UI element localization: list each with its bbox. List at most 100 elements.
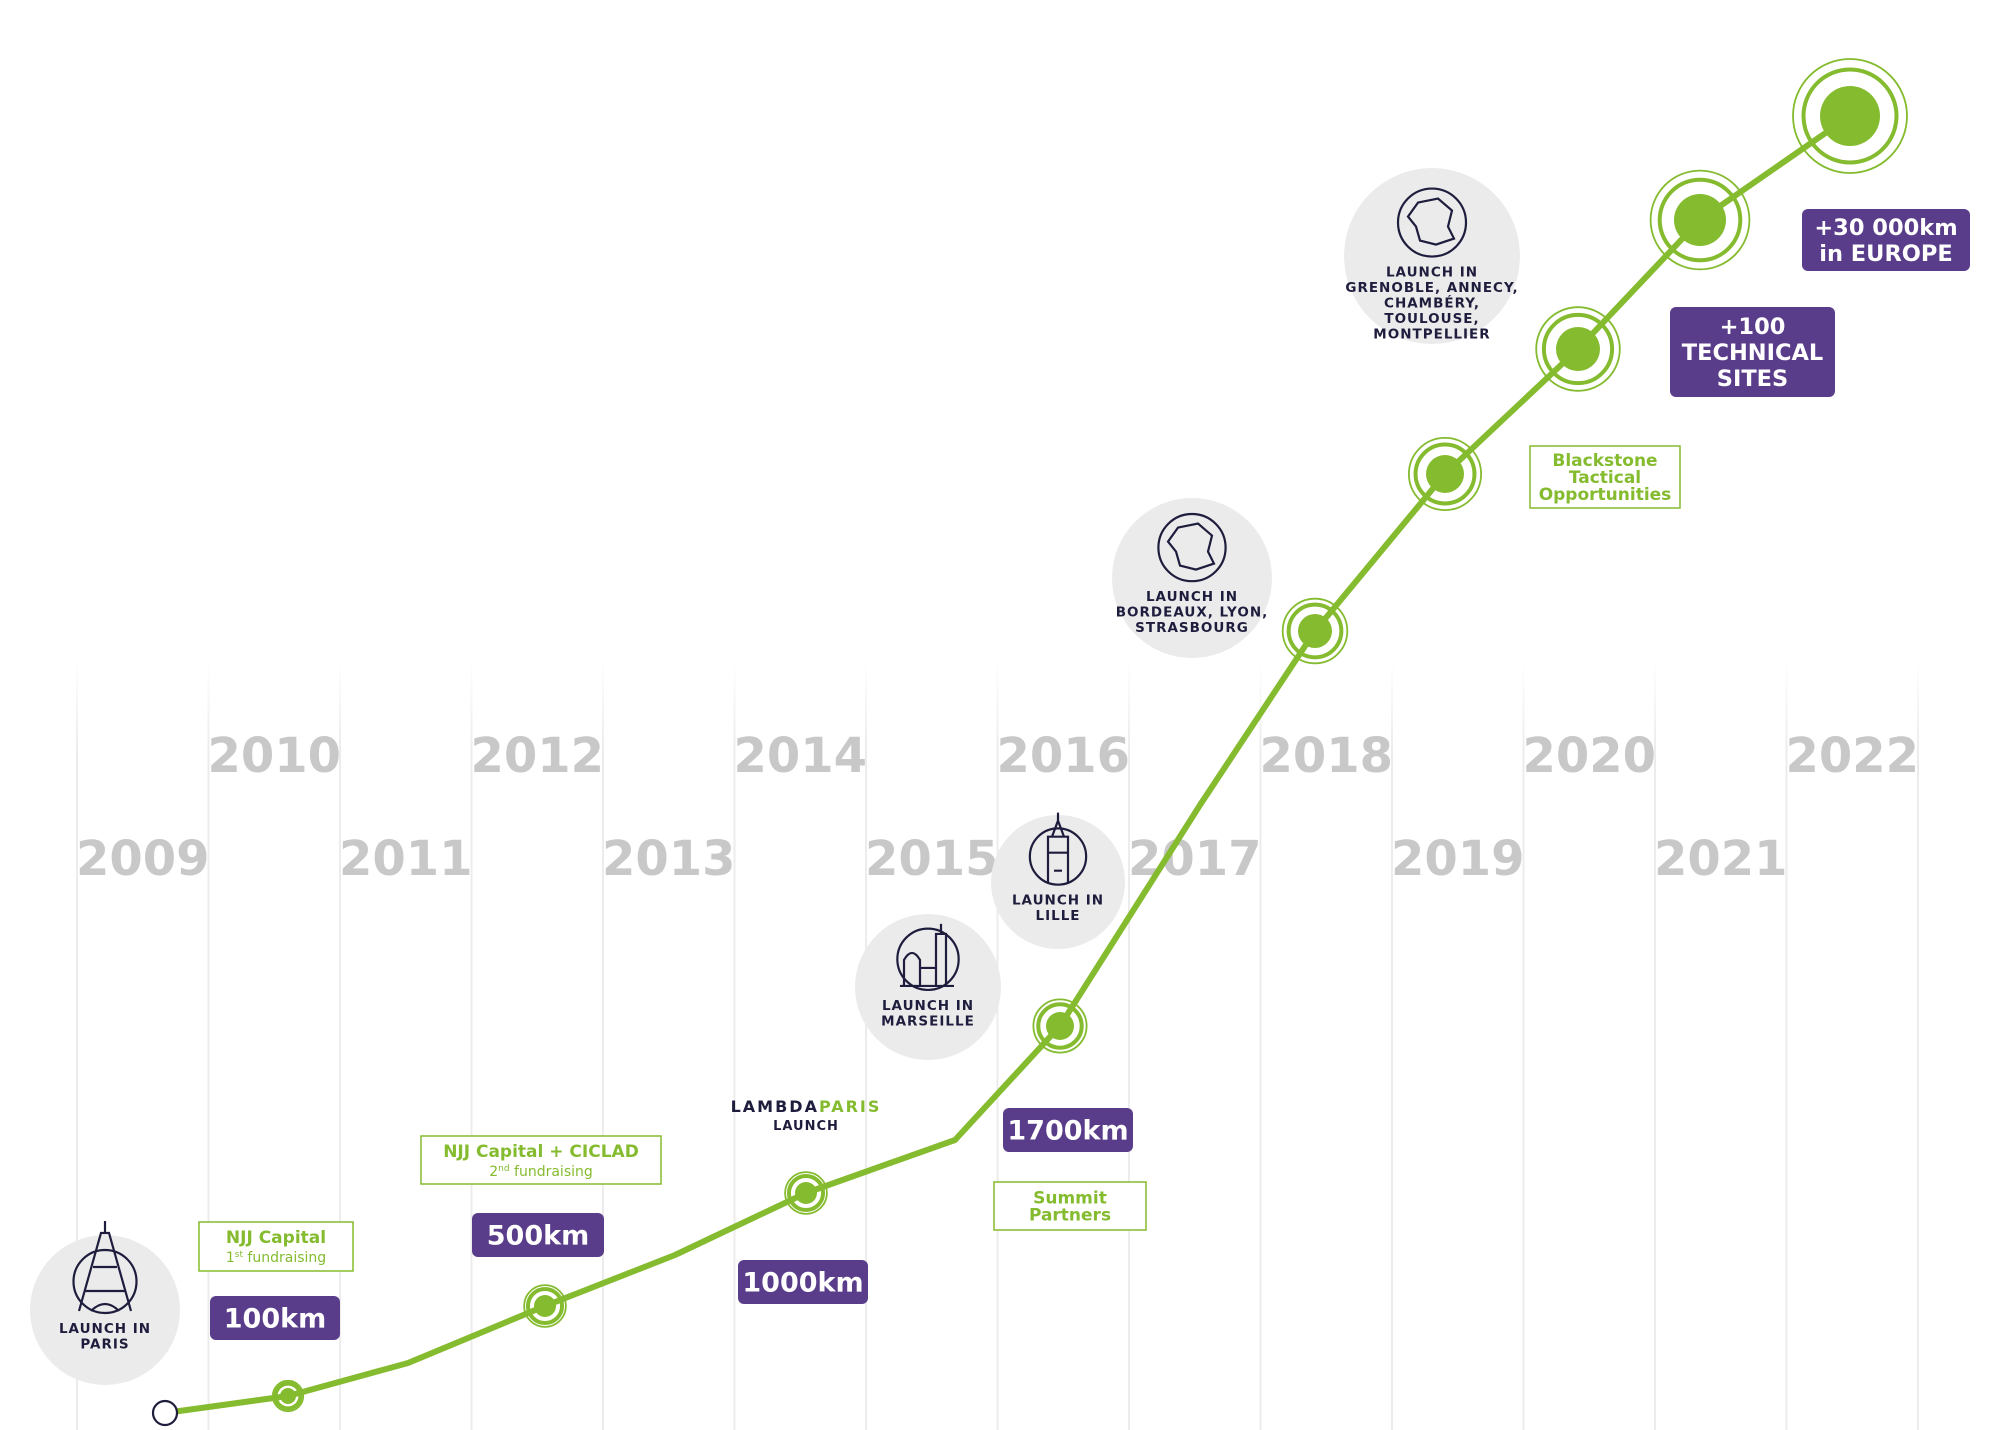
- investor-name: Summit: [1033, 1189, 1107, 1209]
- investor-name: Partners: [1029, 1206, 1111, 1226]
- launch-text: LAUNCH IN: [1386, 265, 1478, 281]
- milestone-marker-2012: [523, 1284, 567, 1328]
- grid-line: [207, 660, 210, 1430]
- year-label-2014: 2014: [733, 728, 867, 784]
- year-label-2009: 2009: [76, 831, 210, 887]
- year-labels: 2009 2010 2011 2012 2013 2014 2015 2016 2017 2018…: [76, 728, 1919, 887]
- year-label-2015: 2015: [865, 831, 999, 887]
- brand-launch-sub: LAUNCH: [773, 1119, 839, 1134]
- launch-circle-bg: [991, 815, 1125, 949]
- eiffel-tower-icon: [72, 1221, 138, 1315]
- milestone-marker-2021: [1649, 169, 1751, 271]
- milestone-marker-2016: [1032, 998, 1088, 1054]
- launch-text: PARIS: [80, 1337, 129, 1353]
- km-badge-text: in EUROPE: [1819, 241, 1953, 267]
- km-badge-bg: [1003, 1108, 1133, 1152]
- grid-line: [1785, 660, 1788, 1430]
- grid-line: [1128, 660, 1130, 1430]
- milestone-marker-2020: [1535, 306, 1621, 392]
- km-badge-text: TECHNICAL: [1682, 340, 1824, 366]
- km-badge-text: SITES: [1717, 366, 1789, 392]
- investor-box-border: [1529, 445, 1681, 509]
- year-label-2021: 2021: [1654, 831, 1788, 887]
- grid-line: [76, 660, 78, 1430]
- launch-text: LAUNCH IN: [59, 1321, 151, 1337]
- km-badge: 1700km: [1003, 1108, 1133, 1152]
- growth-line-path: [162, 113, 1853, 1416]
- milestone-marker-2014: [784, 1171, 828, 1215]
- km-badge-text: 100km: [224, 1304, 326, 1335]
- km-badge-text: 1700km: [1007, 1116, 1128, 1147]
- year-label-2018: 2018: [1259, 728, 1393, 784]
- milestone-marker-2018: [1281, 597, 1349, 665]
- investor-round: 2nd fundraising: [489, 1164, 593, 1180]
- km-badge-text: 500km: [487, 1221, 589, 1252]
- km-badge-bg: [210, 1296, 340, 1340]
- year-label-2011: 2011: [339, 831, 473, 887]
- launch-text: LILLE: [1035, 908, 1080, 924]
- milestone-marker-2010: [271, 1379, 305, 1413]
- launch-circle-bg: [1112, 498, 1272, 658]
- km-badge-bg: [1670, 307, 1835, 397]
- year-label-2017: 2017: [1128, 831, 1262, 887]
- belfry-icon: [1028, 812, 1088, 886]
- year-label-2013: 2013: [602, 831, 736, 887]
- launch-text: LAUNCH IN: [1146, 589, 1238, 605]
- grid-line: [1259, 660, 1262, 1430]
- km-badge-bg: [472, 1213, 604, 1257]
- grid-line: [339, 660, 341, 1430]
- km-badge-bg: [738, 1260, 868, 1304]
- km-badges: 100km 500km 1000km 1700km +100TECHNICALSITES…: [210, 209, 1970, 1340]
- year-label-2016: 2016: [996, 728, 1130, 784]
- grid-line: [470, 660, 473, 1430]
- km-badge: 500km: [472, 1213, 604, 1257]
- investor-name: NJJ Capital + CICLAD: [443, 1142, 639, 1162]
- year-label-2010: 2010: [207, 728, 341, 784]
- france-map-icon: [1396, 187, 1468, 258]
- km-badge: 100km: [210, 1296, 340, 1340]
- growth-line: [162, 113, 1853, 1416]
- km-badge-text: 1000km: [742, 1268, 863, 1299]
- grid-line: [1391, 660, 1393, 1430]
- launch-text: TOULOUSE,: [1384, 311, 1479, 327]
- year-label-2022: 2022: [1785, 728, 1919, 784]
- milestone-markers: [151, 58, 1908, 1427]
- launch-text: CHAMBÉRY,: [1384, 295, 1480, 312]
- milestone-marker-2009: [151, 1399, 179, 1427]
- grid-line: [865, 660, 867, 1430]
- launch-text: MARSEILLE: [881, 1013, 975, 1029]
- grid-line: [1522, 660, 1525, 1430]
- grid-line: [733, 660, 736, 1430]
- year-label-2012: 2012: [470, 728, 604, 784]
- km-badge-text: +30 000km: [1814, 215, 1957, 241]
- launch-circle-bg: [30, 1235, 180, 1385]
- launch-text: BORDEAUX, LYON,: [1116, 605, 1269, 621]
- france-map-icon: [1157, 512, 1227, 583]
- investor-name: Opportunities: [1539, 485, 1672, 505]
- launch-text: LAUNCH IN: [882, 998, 974, 1014]
- grid-line: [1654, 660, 1656, 1430]
- launch-text: GRENOBLE, ANNECY,: [1345, 280, 1518, 296]
- investor-name: NJJ Capital: [226, 1228, 326, 1248]
- grid-line: [996, 660, 999, 1430]
- km-badge: 1000km: [738, 1260, 868, 1304]
- launch-text: STRASBOURG: [1135, 620, 1249, 636]
- investor-name: Tactical: [1569, 468, 1641, 488]
- launch-text: MONTPELLIER: [1373, 327, 1490, 343]
- investor-box: NJJ Capital + CICLAD 2nd fundraising: [420, 1135, 662, 1185]
- investor-box-border: [198, 1221, 354, 1272]
- investor-box-border: [993, 1181, 1147, 1231]
